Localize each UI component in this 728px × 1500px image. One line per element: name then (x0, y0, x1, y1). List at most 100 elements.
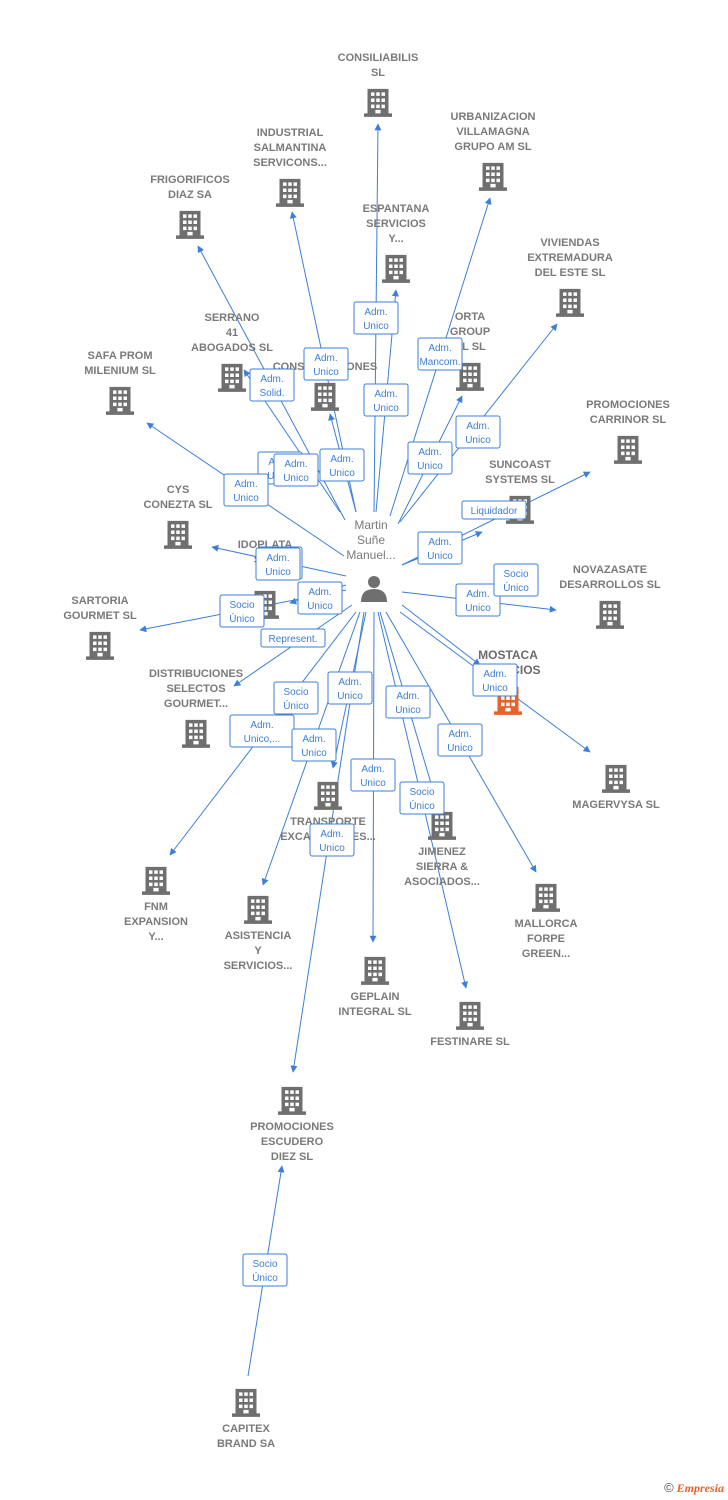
empresia-logo: Empresia (676, 1481, 724, 1495)
company-name-line: Y (254, 945, 262, 957)
role-text: Mancom. (419, 357, 460, 368)
role-badge-suncoast[interactable]: Adm.Unico (417, 531, 463, 565)
role-badge-industrial[interactable]: Adm.Unico (303, 347, 349, 381)
company-node-asistencia[interactable]: ASISTENCIA Y SERVICIOS... (224, 895, 293, 972)
role-badge-porta[interactable]: Adm.Unico (407, 441, 453, 475)
company-node-industrial[interactable]: INDUSTRIALSALMANTINASERVICONS... (253, 127, 327, 207)
role-badge-obras-dup[interactable]: Adm.Unico (273, 453, 319, 487)
role-text: Unico (427, 551, 453, 562)
company-node-espantana[interactable]: ESPANTANASERVICIOSY... (363, 203, 430, 283)
company-name-line: Y... (388, 233, 403, 245)
person-node[interactable]: MartinSuñeManuel... (346, 518, 396, 602)
company-node-magervysa[interactable]: MAGERVYSA SL (572, 764, 660, 811)
role-badge-espantana[interactable]: Adm.Unico (363, 383, 409, 417)
company-name-line: SERRANO (204, 312, 259, 324)
company-name-line: SERVICIOS... (224, 960, 293, 972)
company-node-festinare[interactable]: FESTINARE SL (430, 1001, 510, 1048)
role-text: Adm. (308, 587, 331, 598)
role-text: Unico,... (244, 734, 281, 745)
role-badge-viviendas[interactable]: Adm.Unico (455, 415, 501, 449)
role-text: Unico (395, 705, 421, 716)
building-icon (244, 895, 272, 924)
building-icon (364, 88, 392, 117)
edge-mostaca (401, 604, 481, 666)
company-name-line: SL (371, 67, 385, 79)
company-name-line: SIERRA & (416, 861, 468, 873)
role-text: Adm. (266, 553, 289, 564)
role-text: Adm. (448, 729, 471, 740)
company-name-line: VIVIENDAS (540, 237, 599, 249)
role-badge-mallorca[interactable]: Adm.Unico (437, 723, 483, 757)
role-text: Adm. (466, 589, 489, 600)
company-name-line: CONSILIABILIS (338, 52, 419, 64)
role-text: Adm. (466, 421, 489, 432)
role-text: Adm. (374, 389, 397, 400)
role-badge-obras[interactable]: Adm.Unico (319, 448, 365, 482)
building-icon (602, 764, 630, 793)
role-badge-serrano[interactable]: Adm.Solid. (249, 368, 295, 402)
company-node-distribuciones[interactable]: DISTRIBUCIONESSELECTOSGOURMET... (149, 668, 243, 748)
company-name-line: FORPE (527, 933, 565, 945)
building-icon (361, 956, 389, 985)
role-badge-jimenez[interactable]: Adm.Unico (385, 685, 431, 719)
role-badge-idoplata-dup[interactable]: Adm.Unico (255, 547, 301, 581)
building-icon (428, 811, 456, 840)
role-badge-distribuciones[interactable]: Represent. (260, 628, 326, 648)
footer-brand[interactable]: © Empresia (664, 1480, 724, 1496)
building-icon (276, 178, 304, 207)
building-icon (596, 600, 624, 629)
role-badge-novazasate[interactable]: Adm.Unico (455, 583, 501, 617)
company-name-line: PROMOCIONES (586, 399, 670, 411)
company-name-line: GROUP (450, 326, 490, 338)
company-name-line: SAFA PROM (88, 350, 153, 362)
building-icon (614, 435, 642, 464)
company-node-consiliabilis[interactable]: CONSILIABILIS SL (338, 52, 419, 117)
role-text: Adm. (330, 454, 353, 465)
role-badge-carrinor[interactable]: Liquidador (461, 500, 527, 520)
role-badge-safa[interactable]: Adm.Unico (223, 473, 269, 507)
role-badge-transporte-dup[interactable]: Adm.Unico (291, 728, 337, 762)
company-name-line: SELECTOS (166, 683, 225, 695)
role-text: Único (283, 699, 309, 712)
role-badge-escudero[interactable]: Adm.Unico (309, 823, 355, 857)
role-text: Adm. (302, 734, 325, 745)
company-name-line: ASOCIADOS... (404, 876, 480, 888)
building-icon (182, 719, 210, 748)
role-badge-urbanizacion[interactable]: Adm.Mancom. (417, 337, 463, 371)
role-text: Unico (233, 493, 259, 504)
role-badge-fnm[interactable]: Adm.Unico,... (229, 714, 295, 748)
role-badge-idoplata[interactable]: Adm.Unico (297, 581, 343, 615)
company-name-line: 41 (226, 327, 238, 339)
role-badge-geplain[interactable]: Adm.Unico (350, 758, 396, 792)
role-badge-consiliabilis[interactable]: Adm.Unico (353, 301, 399, 335)
company-node-mallorca[interactable]: MALLORCAFORPEGREEN... (515, 883, 578, 960)
role-badge-magervysa[interactable]: Adm.Unico (472, 663, 518, 697)
role-badge-transporte[interactable]: Adm.Unico (327, 671, 373, 705)
role-text: Unico (363, 321, 389, 332)
person-icon-body (361, 589, 387, 602)
company-name-line: GREEN... (522, 948, 570, 960)
company-name-line: ASISTENCIA (225, 930, 292, 942)
company-node-fnm[interactable]: FNMEXPANSIONY... (124, 866, 188, 943)
company-name-line: GOURMET... (164, 698, 228, 710)
building-icon (142, 866, 170, 895)
